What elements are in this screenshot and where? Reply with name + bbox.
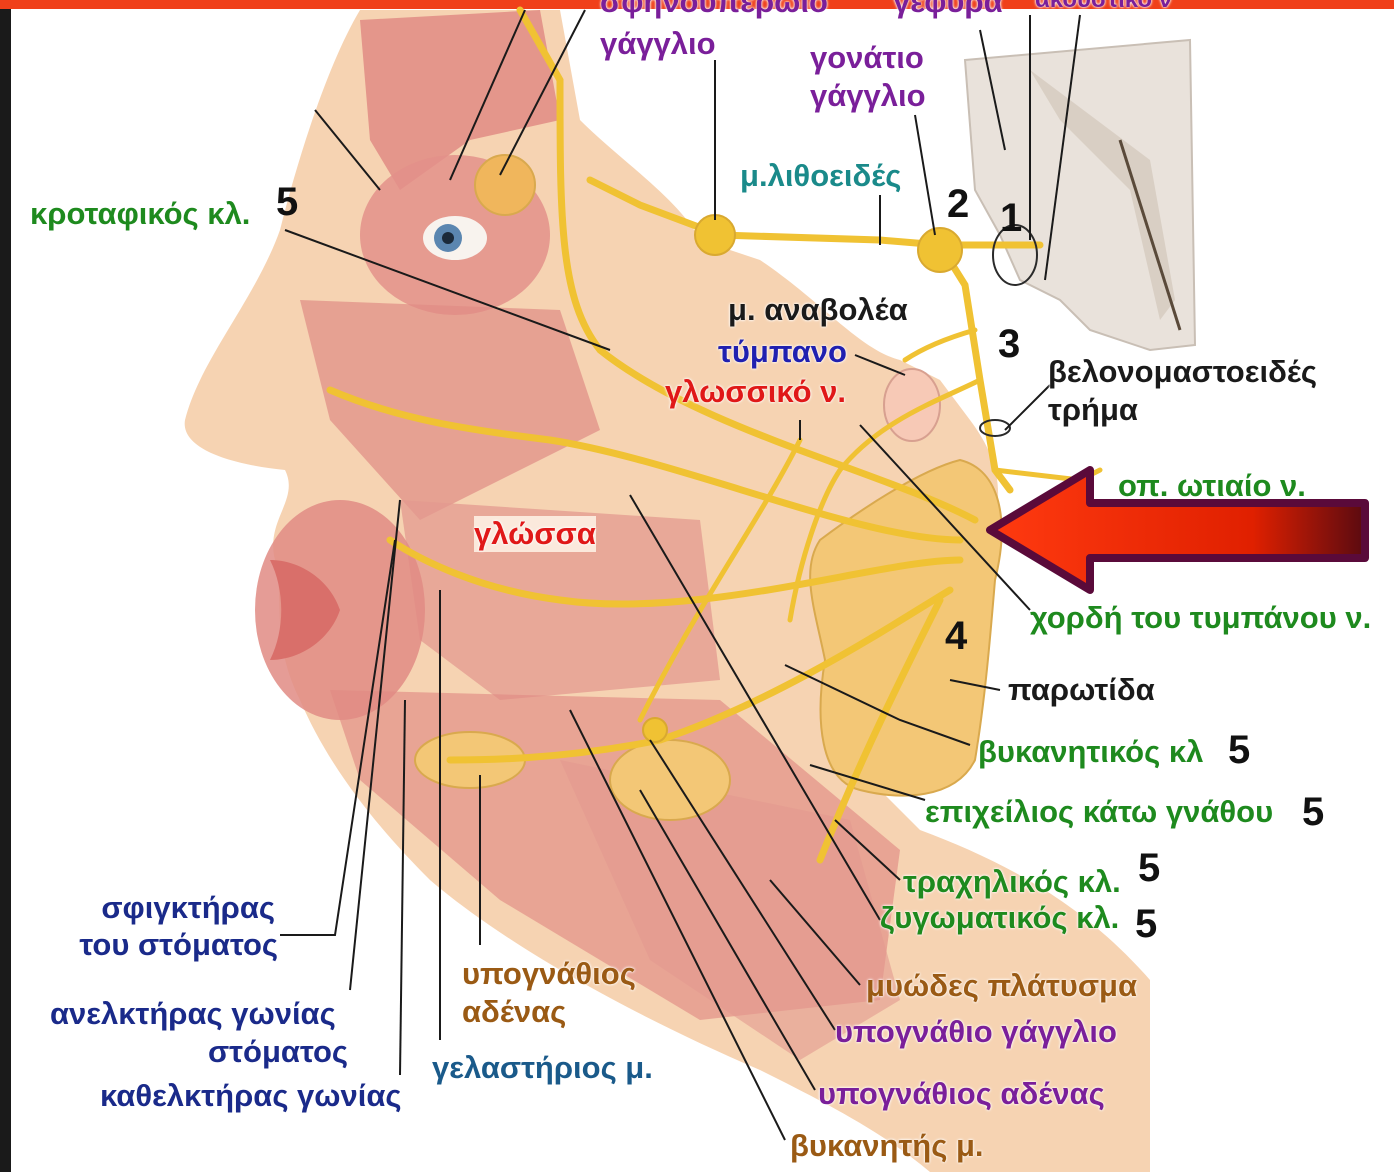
leader-gonatio <box>915 115 935 235</box>
label-vykanitikos: βυκανητικός κλ <box>978 734 1203 770</box>
label-ypognathio-ganglio: υπογνάθιο γάγγλιο <box>835 1014 1117 1050</box>
label-gelastirios: γελαστήριος μ. <box>432 1050 653 1086</box>
geniculate-ganglion <box>918 228 962 272</box>
label-akoustiko-n: ακουστικό ν <box>1035 0 1172 18</box>
number-2: 2 <box>947 182 969 226</box>
label-gefyra: γέφυρα <box>893 0 1003 20</box>
label-ypognathios-adenas: υπογνάθιος αδένας <box>818 1076 1105 1112</box>
label-m-anavolea: μ. αναβολέα <box>728 292 908 328</box>
label-sfigktiras-1: σφιγκτήρας <box>60 890 275 926</box>
label-sfinoyperoio-partial: σφηνοϋπερώιο <box>600 0 828 20</box>
label-epicheilios: επιχείλιος κάτω γνάθου <box>925 794 1273 830</box>
number-5-krotafikos: 5 <box>276 180 298 224</box>
label-trachilikos: τραχηλικός κλ. <box>903 864 1121 900</box>
label-parotida: παρωτίδα <box>1008 672 1155 708</box>
label-zygomatikos: ζυγωματικός κλ. <box>880 900 1119 936</box>
label-sfigktiras-2: του στόματος <box>40 927 278 963</box>
label-vykanitis: βυκανητής μ. <box>790 1128 984 1164</box>
number-5-vykanitikos: 5 <box>1228 728 1250 772</box>
label-kathelktiras: καθελκτήρας γωνίας <box>100 1078 402 1114</box>
label-glossiko-n: γλωσσικό ν. <box>665 374 846 410</box>
number-3: 3 <box>998 322 1020 366</box>
submandibular-gland <box>610 740 730 820</box>
label-anelktiras-1: ανελκτήρας γωνίας <box>50 996 336 1032</box>
label-velonomastoeides-2: τρήμα <box>1048 392 1138 428</box>
number-5-epicheilios: 5 <box>1302 790 1324 834</box>
submandibular-ganglion <box>643 718 667 742</box>
label-ypognathios-upper-1: υπογνάθιος <box>462 956 636 992</box>
label-myodes-platysma: μυώδες πλάτυσμα <box>866 968 1137 1004</box>
label-gonatio-1: γονάτιο <box>810 40 924 76</box>
label-gonatio-2: γάγγλιο <box>810 78 926 114</box>
pterygopalatine-ganglion <box>695 215 735 255</box>
stapedius-branch <box>905 330 975 360</box>
label-sfinoyperoio-ganglio: γάγγλιο <box>600 26 716 62</box>
label-chordi-tympanou: χορδή του τυμπάνου ν. <box>1030 600 1371 636</box>
number-5-zygomatikos: 5 <box>1135 902 1157 946</box>
number-5-trachilikos: 5 <box>1138 846 1160 890</box>
label-krotafikos: κροταφικός κλ. <box>30 196 250 232</box>
number-1: 1 <box>1000 196 1022 240</box>
number-4: 4 <box>945 614 967 658</box>
label-anelktiras-2: στόματος <box>150 1034 348 1070</box>
leader-velonomastoeides <box>1005 385 1050 430</box>
label-velonomastoeides-1: βελονομαστοειδές <box>1048 354 1317 390</box>
label-tympano: τύμπανο <box>718 334 847 370</box>
label-glossa: γλώσσα <box>474 516 596 552</box>
label-ypognathios-upper-2: αδένας <box>462 994 566 1030</box>
pupil <box>442 232 454 244</box>
label-op-otiaio-n: οπ. ωτιαίο ν. <box>1118 468 1306 504</box>
label-m-lithoeides: μ.λιθοειδές <box>740 158 901 194</box>
